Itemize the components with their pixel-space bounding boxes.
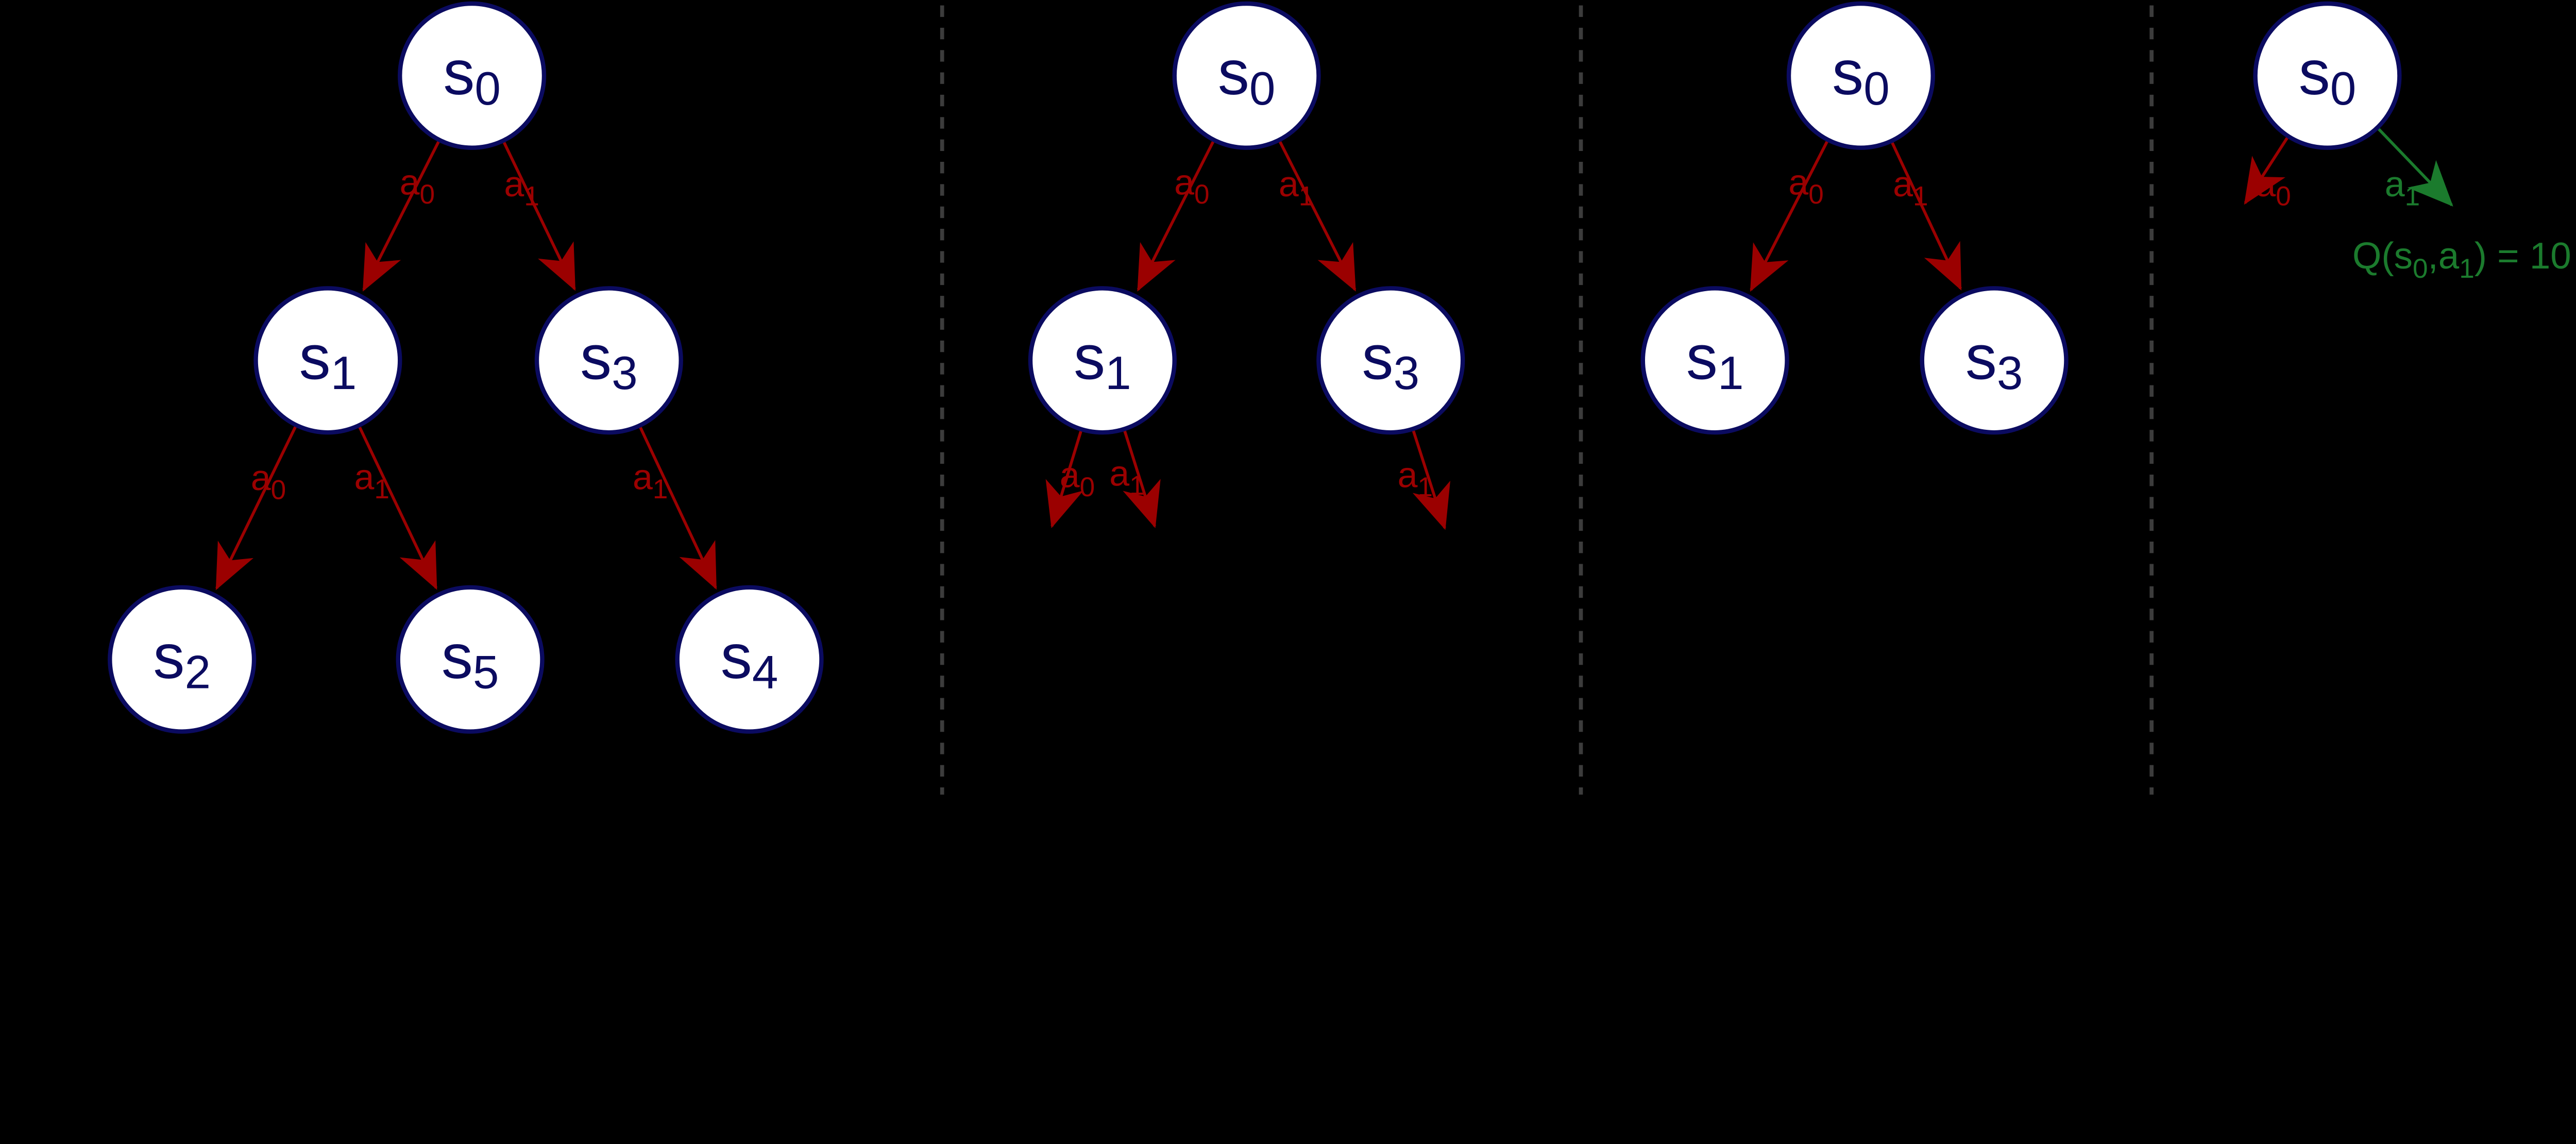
state-node-label-s5: s5 (442, 621, 499, 699)
edge-s0-a1 (1277, 137, 1357, 292)
state-node-s4 (675, 585, 824, 734)
edge-s0-a0 (1750, 137, 1831, 292)
edge-s1-a0 (1045, 427, 1084, 528)
tree-panel-4: a0 a1 s0Q(s0,a1) = 10 (2244, 1, 2571, 284)
edge-s0-a0 (2244, 133, 2291, 205)
state-node-s0 (1786, 1, 1935, 150)
state-node-s1 (1640, 286, 1789, 435)
edge-label-a0: a0 (2256, 164, 2291, 211)
edge-label-a1: a1 (1109, 453, 1144, 501)
edge-label-a0: a0 (1060, 455, 1095, 502)
state-node-label-s0: s0 (1218, 37, 1276, 115)
state-node-label-s0: s0 (2299, 37, 2357, 115)
state-node-label-s0: s0 (443, 37, 501, 115)
edge-label-a1: a1 (354, 457, 389, 504)
state-node-label-s1: s1 (1686, 322, 1744, 400)
edge-s0-a1 (2375, 125, 2453, 207)
state-node-s0 (2253, 1, 2402, 150)
edge-label-a0: a0 (1174, 162, 1209, 210)
edge-s1-a1 (357, 423, 438, 590)
edge-label-a1: a1 (504, 164, 539, 211)
state-node-label-s1: s1 (299, 322, 357, 400)
edge-s0-a0 (362, 137, 442, 292)
state-node-label-s3: s3 (580, 322, 638, 400)
edge-label-a1: a1 (2385, 164, 2420, 211)
state-node-s5 (396, 585, 545, 734)
edge-s0-a1 (1889, 138, 1962, 291)
edge-label-a1: a1 (1893, 164, 1928, 211)
state-node-label-s3: s3 (1362, 322, 1419, 400)
state-node-label-s3: s3 (1965, 322, 2023, 400)
state-node-s3 (534, 286, 683, 435)
edge-label-a0: a0 (251, 458, 286, 505)
state-node-s3 (1920, 286, 2069, 435)
tree-panel-2: a0 a1 a0 a1 a1 s0 s1 s3 (1028, 1, 1465, 530)
tree-panel-3: a0 a1 s0 s1 s3 (1640, 1, 2069, 435)
edge-s3-a1 (637, 423, 717, 590)
edge-label-a1: a1 (1279, 164, 1314, 211)
state-node-s1 (1028, 286, 1177, 435)
state-node-s2 (108, 585, 257, 734)
edge-s1-a1 (1122, 426, 1161, 528)
state-node-s0 (1172, 1, 1321, 150)
state-node-s1 (253, 286, 402, 435)
edge-label-a1: a1 (1398, 455, 1433, 502)
edge-label-a0: a0 (400, 162, 435, 210)
edge-label-a1: a1 (633, 457, 668, 504)
edge-s3-a1 (1411, 426, 1451, 530)
state-node-label-s1: s1 (1074, 322, 1131, 400)
state-node-label-s2: s2 (153, 621, 211, 699)
edge-s0-a0 (1137, 137, 1216, 292)
q-value-label: Q(s0,a1) = 10 (2352, 235, 2571, 284)
edge-label-a0: a0 (1788, 162, 1823, 210)
state-node-label-s4: s4 (721, 621, 778, 699)
state-node-s0 (398, 1, 547, 150)
edge-s0-a1 (501, 138, 576, 291)
tree-panel-1: a0 a1 a0 a1 a1 s0 s1 s3 s2 s5 s4 (108, 1, 824, 734)
edge-s1-a0 (215, 422, 299, 591)
state-node-label-s0: s0 (1832, 37, 1890, 115)
state-node-s3 (1316, 286, 1465, 435)
